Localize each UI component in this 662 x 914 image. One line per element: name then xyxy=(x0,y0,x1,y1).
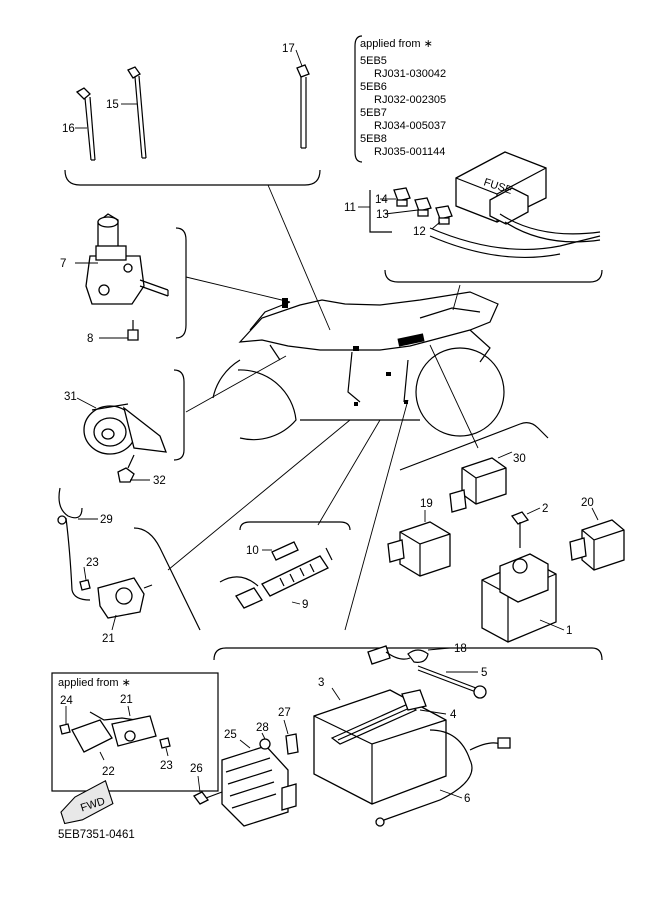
callout-23b: 23 xyxy=(160,760,173,772)
cable-tie-16 xyxy=(75,87,96,161)
fuse-14 xyxy=(393,187,411,207)
callout-17: 17 xyxy=(282,43,295,55)
callout-30: 30 xyxy=(513,453,526,465)
callout-1: 1 xyxy=(566,625,572,637)
serial-box-bracket xyxy=(354,35,363,163)
group-bracket-horn xyxy=(173,369,185,461)
fuse-13 xyxy=(414,197,432,217)
callout-16: 16 xyxy=(62,123,75,135)
callout-8: 8 xyxy=(87,333,93,345)
fuse-box: FUSE xyxy=(429,151,601,258)
serial-model-3: 5EB7 xyxy=(360,107,387,119)
bolt-26 xyxy=(193,791,223,805)
callout-15: 15 xyxy=(106,99,119,111)
main-switch xyxy=(85,213,169,305)
relay-20 xyxy=(569,519,625,571)
starter-relay-1 xyxy=(481,553,557,643)
callout-6: 6 xyxy=(464,793,470,805)
serial-model-1: 5EB5 xyxy=(360,55,387,67)
callout-20: 20 xyxy=(581,497,594,509)
callout-14: 14 xyxy=(375,194,388,206)
cable-tie-17 xyxy=(296,64,310,149)
callout-22: 22 xyxy=(102,766,115,778)
callout-10: 10 xyxy=(246,545,259,557)
callout-26: 26 xyxy=(190,763,203,775)
relay-19 xyxy=(387,521,451,577)
callout-23: 23 xyxy=(86,557,99,569)
callout-29: 29 xyxy=(100,514,113,526)
callout-21b: 21 xyxy=(120,694,133,706)
callout-4: 4 xyxy=(450,709,457,721)
callout-2: 2 xyxy=(542,503,548,515)
callout-7: 7 xyxy=(60,258,66,270)
callout-28: 28 xyxy=(256,722,269,734)
serial-range-2: RJ032-002305 xyxy=(374,94,446,106)
battery-cable-5 xyxy=(367,645,487,699)
callout-31: 31 xyxy=(64,391,77,403)
callout-24: 24 xyxy=(60,695,73,707)
group-bracket-fuse xyxy=(384,269,603,283)
horn xyxy=(83,403,167,455)
serial-range-4: RJ035-001144 xyxy=(374,146,445,158)
callout-32: 32 xyxy=(153,475,166,487)
rectifier-25 xyxy=(221,745,297,827)
group-bracket-lead xyxy=(239,521,351,531)
fwd-arrow-icon: FWD xyxy=(60,780,114,825)
fuse-12 xyxy=(435,205,453,225)
callout-25: 25 xyxy=(224,729,237,741)
group-bracket-relays xyxy=(399,422,549,471)
clip-27 xyxy=(285,733,299,755)
group-bracket-sensor xyxy=(133,527,201,631)
inset-sensor xyxy=(59,711,171,753)
inset-box xyxy=(51,672,219,792)
sensor-21 xyxy=(97,577,153,619)
serial-model-4: 5EB8 xyxy=(360,133,387,145)
bolt-23 xyxy=(79,579,91,591)
battery-3 xyxy=(313,689,447,805)
screw-8 xyxy=(127,320,139,341)
callout-5: 5 xyxy=(481,667,487,679)
wire-lead-9 xyxy=(219,547,333,609)
diagram-code: 5EB7351-0461 xyxy=(58,829,135,841)
callout-3: 3 xyxy=(318,677,324,689)
bolt-32 xyxy=(117,454,135,483)
group-bracket-battery xyxy=(213,647,603,661)
callout-12: 12 xyxy=(413,226,426,238)
group-bracket-ties xyxy=(64,169,321,186)
bolt-2 xyxy=(510,511,530,548)
callout-27: 27 xyxy=(278,707,291,719)
callout-21: 21 xyxy=(102,633,115,645)
wire-clamp-29 xyxy=(57,487,91,601)
motorcycle-outline xyxy=(212,291,505,441)
serial-range-1: RJ031-030042 xyxy=(374,68,446,80)
relay-30 xyxy=(449,457,507,513)
callout-18: 18 xyxy=(454,643,467,655)
leader-lines xyxy=(167,184,479,631)
battery-cable-6 xyxy=(375,729,511,827)
callout-13: 13 xyxy=(376,209,389,221)
cable-tie-15 xyxy=(127,66,147,159)
callout-19: 19 xyxy=(420,498,433,510)
inset-header: applied from ∗ xyxy=(58,677,131,689)
callout-9: 9 xyxy=(302,599,308,611)
serial-range-3: RJ034-005037 xyxy=(374,120,446,132)
callout-11: 11 xyxy=(344,202,356,214)
bracket-11 xyxy=(369,190,392,233)
group-bracket-switch xyxy=(175,227,187,339)
serial-header: applied from ∗ xyxy=(360,38,433,50)
rubber-cap-10 xyxy=(271,541,299,561)
serial-model-2: 5EB6 xyxy=(360,81,387,93)
nut-28 xyxy=(259,738,271,750)
clamp-18 xyxy=(407,649,429,663)
battery-band-4 xyxy=(401,689,427,711)
